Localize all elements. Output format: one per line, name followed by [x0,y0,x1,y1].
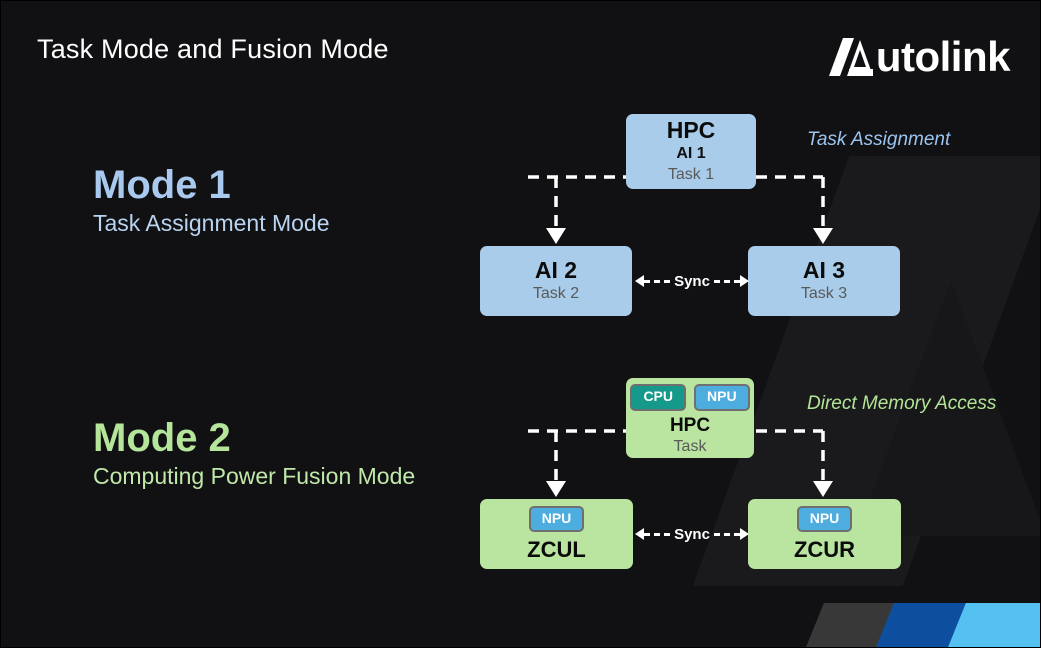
sync-label-mode2: Sync [674,525,710,543]
sync-label-mode1: Sync [674,272,710,290]
node-ai3-task: Task 3 [800,284,848,302]
chip-npu-zcur[interactable]: NPU [796,505,853,533]
sync-arrow-right-mode2-icon [740,528,750,540]
sync-dash-left-mode1 [644,279,671,283]
mode-1-name: Mode 1 [93,163,231,207]
stripe-blue-dark [876,603,974,647]
mode-1-caption: Mode 1 Task Assignment Mode [93,164,330,241]
page-title: Task Mode and Fusion Mode [37,34,389,64]
sync-dash-right-mode2 [713,532,741,536]
node-zcur-title: ZCUR [793,537,856,563]
node-ai2-title: AI 2 [534,257,578,284]
node-ai2[interactable]: AI 2 Task 2 [480,246,632,316]
annotation-direct-memory-access: Direct Memory Access [807,393,997,414]
autolink-logo: utolink [828,31,1011,83]
arrowhead-right-mode1 [813,228,833,244]
stripe-blue-light [948,603,1040,647]
mode-2-name: Mode 2 [93,416,231,460]
node-zcur[interactable]: NPU ZCUR [748,499,901,569]
sync-dash-left-mode2 [644,532,671,536]
sync-connector-mode2: Sync [635,523,750,545]
node-hpc-mode2-chips: CPU NPU [630,384,750,411]
annotation-task-assignment: Task Assignment [807,129,951,150]
node-hpc-mode1-title: HPC [666,117,716,144]
autolink-logo-text: utolink [875,33,1011,80]
node-hpc-mode1-sub: AI 1 [676,144,706,162]
arrowhead-left-mode2 [546,481,566,497]
mode-2-subtitle: Computing Power Fusion Mode [93,463,416,489]
sync-dash-right-mode1 [713,279,741,283]
node-hpc-mode2-task: Task [673,437,707,455]
mode-2-caption: Mode 2 Computing Power Fusion Mode [93,417,415,494]
sync-arrow-left-mode2-icon [635,528,644,540]
autolink-logo-mark-icon [828,38,873,76]
mode-1-subtitle: Task Assignment Mode [93,210,330,236]
node-hpc-mode1-task: Task 1 [667,165,715,183]
node-hpc-mode2-title: HPC [669,414,711,436]
node-ai3[interactable]: AI 3 Task 3 [748,246,900,316]
sync-arrow-right-mode1-icon [740,275,750,287]
node-hpc-mode2[interactable]: CPU NPU HPC Task [626,378,754,458]
sync-connector-mode1: Sync [635,270,750,292]
node-hpc-mode1[interactable]: HPC AI 1 Task 1 [626,114,756,189]
chip-npu-hpc[interactable]: NPU [694,384,750,411]
chip-cpu[interactable]: CPU [630,384,686,411]
node-ai2-task: Task 2 [532,284,580,302]
node-zcul[interactable]: NPU ZCUL [480,499,633,569]
corner-stripes-decoration [805,603,1040,647]
stripe-gray [806,603,914,647]
arrowhead-right-mode2 [813,481,833,497]
node-ai3-title: AI 3 [802,257,846,284]
sync-arrow-left-mode1-icon [635,275,644,287]
node-zcul-title: ZCUL [527,537,586,563]
arrowhead-left-mode1 [546,228,566,244]
chip-npu-zcul[interactable]: NPU [528,505,585,533]
